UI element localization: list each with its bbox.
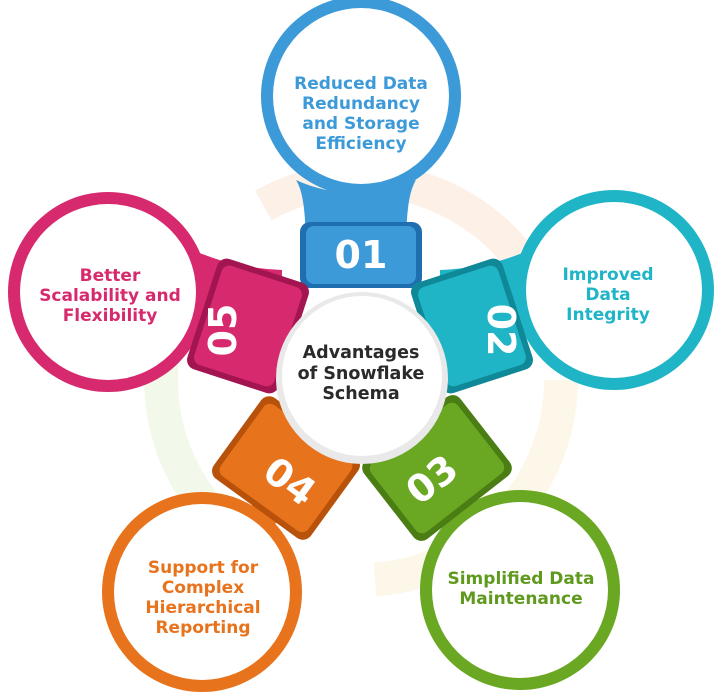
petal-01 [261, 0, 461, 288]
tab-04-face [219, 403, 353, 533]
advantage-02-text: Improved Data Integrity [562, 264, 654, 326]
petal-05-inner [20, 204, 196, 380]
petal-02-inner [526, 202, 702, 378]
petal-04 [102, 396, 360, 692]
advantage-04-text: Support for Complex Hierarchical Reporti… [145, 557, 261, 639]
petal-03 [362, 395, 620, 690]
tab-03-face [369, 402, 505, 534]
tab-number-01: 01 [335, 233, 388, 277]
petal-05 [8, 192, 309, 394]
tab-05-face [194, 265, 302, 387]
center-hub-face [282, 296, 442, 456]
petal-04-inner [114, 504, 290, 680]
center-hub [276, 292, 448, 464]
petal-01-inner [273, 8, 449, 184]
tab-01-face [306, 226, 416, 284]
tab-number-05: 05 [201, 304, 245, 357]
petal-03-inner [432, 502, 608, 678]
tab-number-02: 02 [479, 304, 523, 357]
petal-02 [411, 190, 714, 394]
advantage-03-text: Simplified Data Maintenance [447, 568, 595, 609]
center-title: Advantages of Snowflake Schema [297, 343, 425, 405]
advantage-05-text: Better Scalability and Flexibility [39, 265, 181, 327]
advantage-01-text: Reduced Data Redundancy and Storage Effi… [294, 73, 428, 155]
